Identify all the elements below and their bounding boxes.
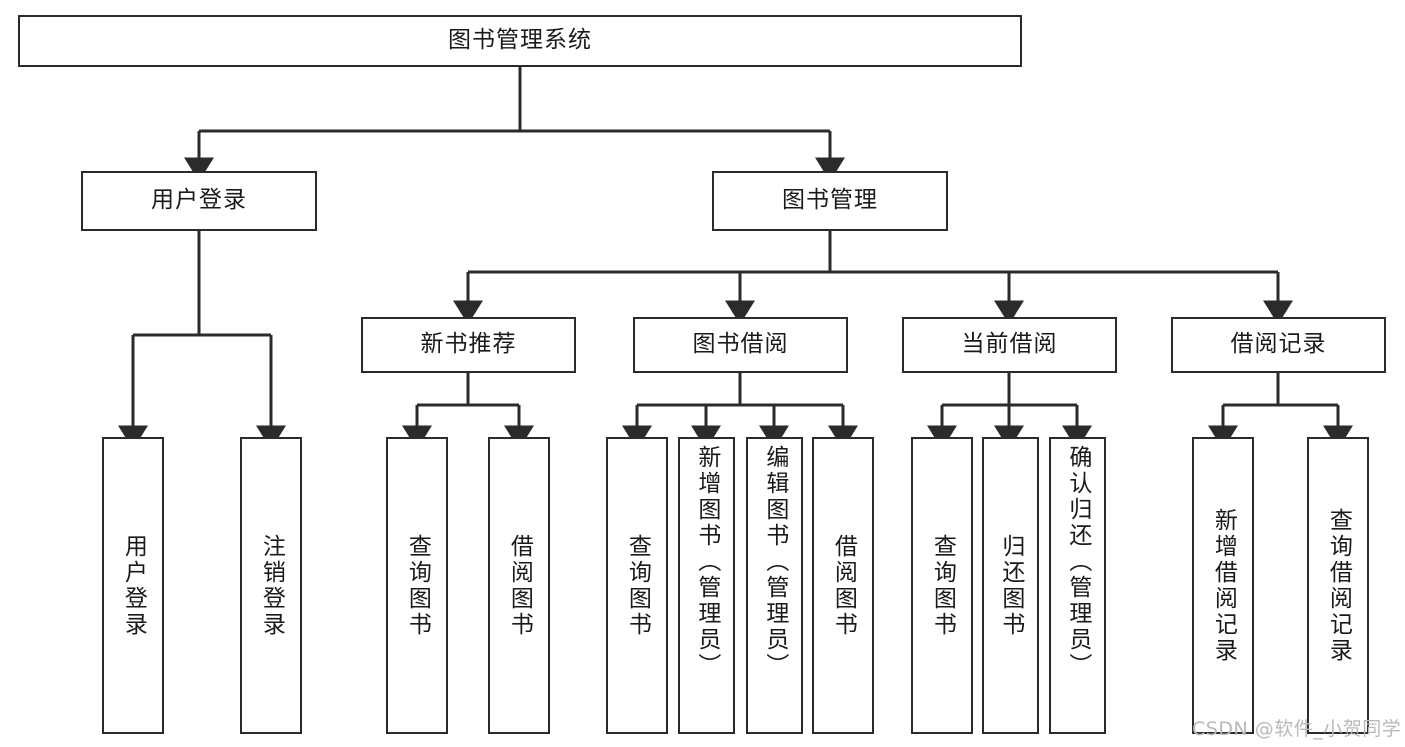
leaf-borrow-edit-book-admin[interactable]: 编辑图书（管理员） bbox=[746, 437, 803, 734]
leaf-label: 查询图书 bbox=[929, 533, 956, 638]
leaf-label: 查询借阅记录 bbox=[1325, 507, 1352, 664]
leaf-label: 归还图书 bbox=[997, 533, 1024, 638]
leaf-new-book-borrow[interactable]: 借阅图书 bbox=[488, 437, 550, 734]
leaf-label: 查询图书 bbox=[404, 533, 431, 638]
leaf-label: 注销登录 bbox=[258, 533, 285, 638]
node-current-borrow-label: 当前借阅 bbox=[961, 331, 1058, 358]
leaf-label: 用户登录 bbox=[120, 533, 147, 638]
csdn-watermark: CSDN @软件_小贺同学 bbox=[1192, 718, 1402, 740]
node-new-book-recommend-label: 新书推荐 bbox=[420, 331, 517, 358]
leaf-record-query-record[interactable]: 查询借阅记录 bbox=[1307, 437, 1369, 734]
leaf-label: 借阅图书 bbox=[506, 533, 533, 638]
leaf-current-return-book[interactable]: 归还图书 bbox=[982, 437, 1039, 734]
node-book-management-label: 图书管理 bbox=[782, 187, 878, 214]
leaf-borrow-query-book[interactable]: 查询图书 bbox=[606, 437, 668, 734]
node-user-login-label: 用户登录 bbox=[151, 187, 247, 214]
leaf-label: 编辑图书（管理员） bbox=[761, 445, 788, 679]
leaf-user-login-signout[interactable]: 注销登录 bbox=[240, 437, 302, 734]
leaf-label: 借阅图书 bbox=[830, 533, 857, 638]
leaf-label: 查询图书 bbox=[624, 533, 651, 638]
node-book-borrow[interactable]: 图书借阅 bbox=[633, 317, 848, 373]
leaf-record-add-record[interactable]: 新增借阅记录 bbox=[1192, 437, 1254, 734]
node-book-borrow-label: 图书借阅 bbox=[692, 331, 789, 358]
leaf-label: 确认归还（管理员） bbox=[1064, 445, 1091, 679]
node-borrow-record[interactable]: 借阅记录 bbox=[1171, 317, 1386, 373]
node-borrow-record-label: 借阅记录 bbox=[1230, 331, 1327, 358]
node-root[interactable]: 图书管理系统 bbox=[18, 15, 1022, 67]
leaf-current-confirm-return-admin[interactable]: 确认归还（管理员） bbox=[1049, 437, 1106, 734]
leaf-new-book-query[interactable]: 查询图书 bbox=[386, 437, 448, 734]
leaf-borrow-add-book-admin[interactable]: 新增图书（管理员） bbox=[678, 437, 735, 734]
leaf-borrow-borrow-book[interactable]: 借阅图书 bbox=[812, 437, 874, 734]
leaf-current-query-book[interactable]: 查询图书 bbox=[911, 437, 973, 734]
leaf-label: 新增借阅记录 bbox=[1210, 507, 1237, 664]
node-user-login[interactable]: 用户登录 bbox=[81, 171, 317, 231]
leaf-user-login-signin[interactable]: 用户登录 bbox=[102, 437, 164, 734]
node-root-label: 图书管理系统 bbox=[448, 27, 592, 54]
node-book-management[interactable]: 图书管理 bbox=[712, 171, 948, 231]
leaf-label: 新增图书（管理员） bbox=[693, 445, 720, 679]
node-new-book-recommend[interactable]: 新书推荐 bbox=[361, 317, 576, 373]
node-current-borrow[interactable]: 当前借阅 bbox=[902, 317, 1117, 373]
